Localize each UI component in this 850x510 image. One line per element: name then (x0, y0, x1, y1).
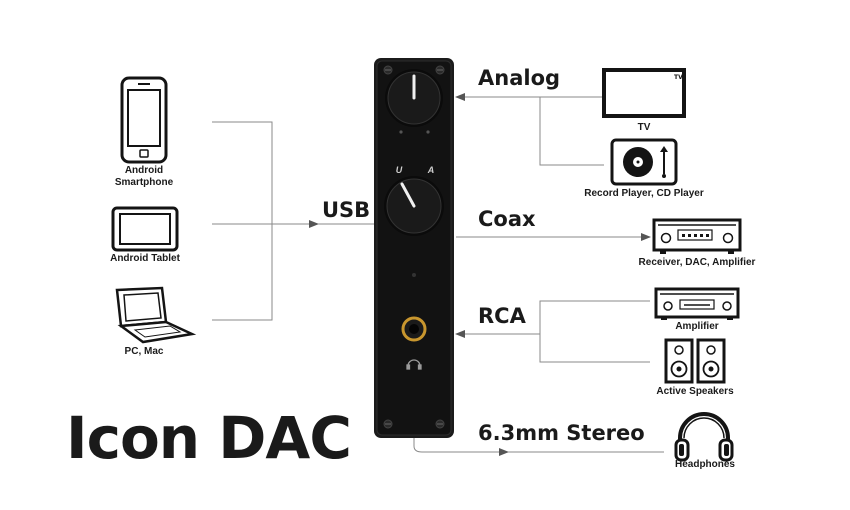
smartphone-label: Android Smartphone (114, 165, 174, 188)
amplifier-icon (654, 287, 740, 320)
pc-label: PC, Mac (124, 346, 164, 357)
rca-label: RCA (478, 304, 526, 328)
knob-label-a: A (427, 165, 435, 175)
headphones-icon (674, 412, 734, 462)
usb-label: USB (322, 198, 371, 222)
coax-label: Coax (478, 207, 536, 231)
laptop-icon (115, 286, 197, 344)
usb-bus-lines (212, 121, 376, 321)
stereo-label: 6.3mm Stereo (478, 421, 645, 445)
headphones-label: Headphones (674, 459, 735, 470)
headphone-jack-icon (401, 316, 427, 342)
svg-text:TV: TV (674, 74, 683, 81)
tablet-icon (111, 206, 179, 252)
rca-lines (455, 300, 650, 363)
record-player-label: Record Player, CD Player (584, 188, 704, 199)
tv-label: TV (637, 122, 651, 133)
receiver-icon (652, 218, 742, 254)
receiver-label: Receiver, DAC, Amplifier (638, 257, 756, 268)
analog-lines (455, 93, 604, 166)
smartphone-icon (120, 76, 168, 164)
knob-label-u: U (395, 165, 403, 175)
tv-icon: TV (602, 68, 686, 118)
dac-device (374, 58, 454, 438)
speakers-icon (664, 338, 726, 384)
tablet-label: Android Tablet (110, 253, 180, 264)
volume-knob-icon (385, 69, 443, 127)
stereo-line (413, 436, 664, 456)
speakers-label: Active Speakers (656, 386, 734, 397)
amplifier-label: Amplifier (675, 321, 719, 332)
input-selector-knob-icon (384, 176, 444, 236)
product-title: Icon DAC (66, 404, 352, 472)
headphone-symbol-icon (406, 359, 422, 370)
analog-label: Analog (478, 66, 561, 90)
record-player-icon (610, 138, 678, 186)
led-icon (412, 273, 416, 277)
